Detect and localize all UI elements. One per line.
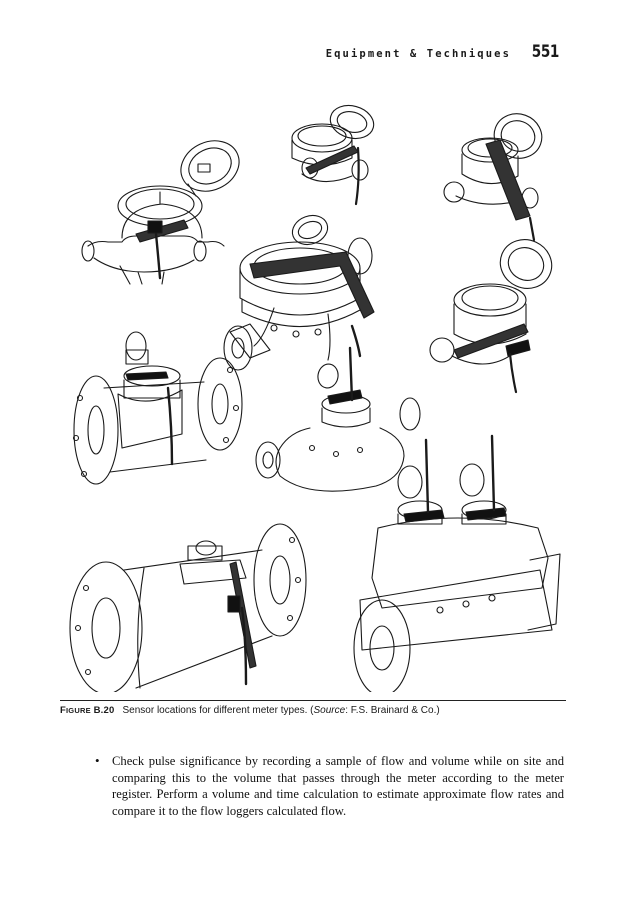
caption-source-word: Source: [313, 705, 346, 716]
figure-caption-rule: [60, 700, 566, 701]
figure-number: B.20: [93, 705, 115, 716]
caption-suffix: : F.S. Brainard & Co.): [345, 705, 440, 716]
meter-illustration-bottom-left-turbine: [69, 523, 307, 692]
figure-label-smallcaps: IGURE: [66, 706, 91, 715]
running-title: Equipment & Techniques: [325, 48, 511, 60]
meter-sensor-figure: [60, 88, 566, 692]
meter-illustration-right-middle: [429, 239, 553, 394]
figure-label-initial: F: [60, 705, 67, 716]
figure-caption: FIGURE B.20 Sensor locations for differen…: [60, 705, 566, 716]
meter-illustration-left-flanged: [72, 331, 243, 485]
meter-illustration-top-right: [443, 113, 543, 242]
bullet-text: Check pulse significance by recording a …: [112, 754, 564, 818]
body-bullet-item: • Check pulse significance by recording …: [95, 753, 564, 819]
meter-illustration-center-compound: [255, 346, 421, 492]
caption-prefix: Sensor locations for different meter typ…: [122, 705, 314, 716]
running-header: Equipment & Techniques 551: [325, 42, 560, 62]
figure-label: FIGURE B.20: [60, 705, 115, 716]
meter-illustration-bottom-right-compound: [353, 434, 561, 692]
page-number: 551: [531, 42, 560, 62]
meter-illustration-large-flanged-center: [223, 214, 375, 371]
bullet-icon: •: [95, 753, 100, 768]
meter-illustration-residential-left: [81, 140, 240, 285]
meter-illustration-top-center: [291, 104, 375, 206]
